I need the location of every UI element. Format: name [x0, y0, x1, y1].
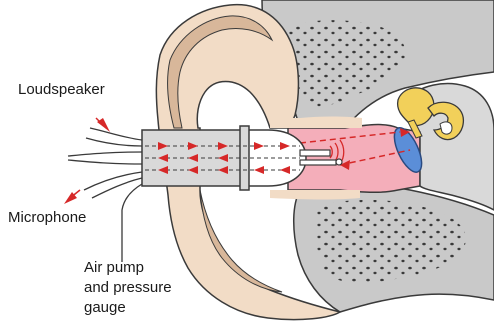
pump-label-line1: Air pump	[84, 258, 144, 277]
probe-microphone-port	[336, 159, 342, 165]
pump-label-line2: and pressure	[84, 278, 172, 297]
canal-lower-wall	[270, 190, 360, 200]
canal-upper-wall	[270, 117, 362, 129]
probe-tip	[246, 130, 306, 186]
loudspeaker-label: Loudspeaker	[18, 80, 105, 99]
microphone-label: Microphone	[8, 208, 86, 227]
probe-tube-upper	[300, 150, 330, 156]
probe-cables	[68, 128, 142, 262]
probe-tube-lower	[300, 160, 336, 165]
pump-label-line3: gauge	[84, 298, 126, 317]
